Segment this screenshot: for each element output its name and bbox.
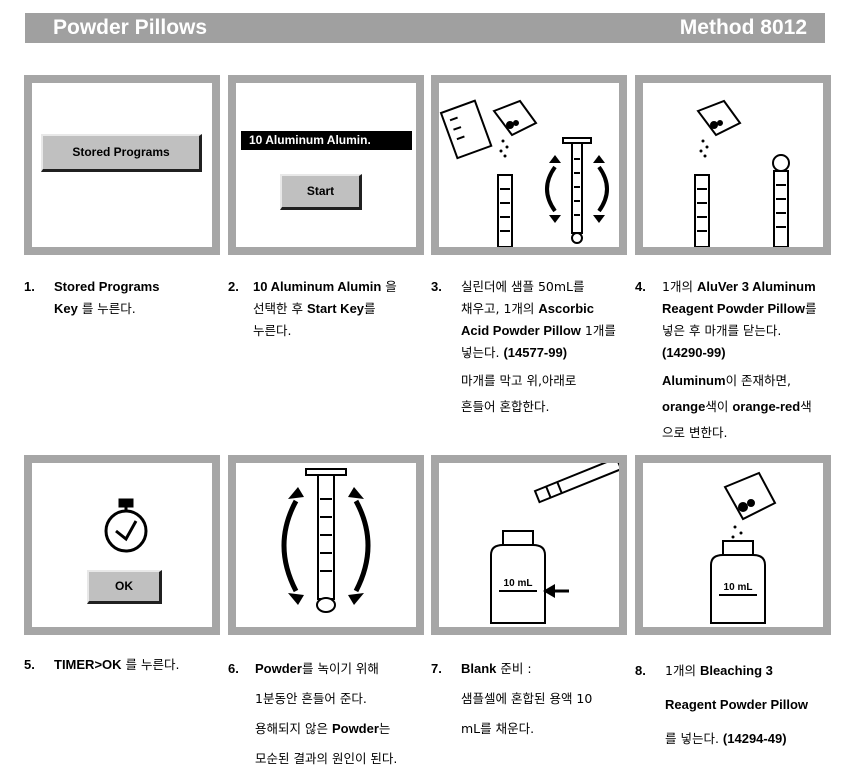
stoppered-cylinder-icon [562, 137, 592, 244]
arrow-icon [543, 584, 569, 598]
powder-pillow-icon [696, 99, 742, 137]
panel-5: OK [24, 455, 220, 635]
step-text: 1개를 [580, 323, 616, 338]
step-text: (14577-99) [503, 345, 568, 360]
step-text: 를 누른다. [77, 301, 136, 316]
step-number: 4. [635, 279, 646, 294]
panel-6 [228, 455, 424, 635]
panel-1: Stored Programs [24, 75, 220, 255]
step-text: Reagent Powder Pillow [665, 697, 809, 712]
step-text: 를 녹이기 위해 [301, 661, 379, 676]
start-button[interactable]: Start [280, 174, 362, 210]
step-text: 1개의 [665, 663, 700, 678]
step-text: Aluminum [662, 373, 726, 388]
step-text: 모순된 결과의 원인이 된다. [255, 751, 398, 766]
sample-cell-icon [490, 530, 546, 624]
step-text: 누른다. [253, 323, 292, 338]
step-text: orange-red [732, 399, 801, 414]
step-text: 용해되지 않은 [255, 721, 332, 736]
step-text: 선택한 후 [253, 301, 307, 316]
volume-label: 10 mL [724, 582, 753, 593]
step-text: 를 넣는다. [665, 731, 723, 746]
step-text: 를 [805, 301, 817, 316]
beaker-icon [439, 99, 493, 160]
step-text: 채우고, 1개의 [461, 301, 539, 316]
step-text: Stored Programs [54, 279, 160, 294]
step-number: 6. [228, 661, 239, 676]
panel-4 [635, 75, 831, 255]
step-text: Blank [461, 661, 497, 676]
step-text: 샘플셀에 혼합된 용액 10 [461, 691, 593, 706]
step-number: 5. [24, 657, 35, 672]
step-number: 8. [635, 663, 646, 678]
page-title: Powder Pillows [53, 16, 208, 39]
step-number: 7. [431, 661, 442, 676]
sample-cell-icon [710, 540, 766, 624]
graduated-cylinder-icon [694, 174, 710, 247]
method-label: Method 8012 [679, 16, 807, 39]
powder-falling [731, 525, 743, 539]
step-text: 넣는다. [461, 345, 504, 360]
step-text: 색이 [705, 399, 733, 414]
powder-falling [699, 139, 709, 158]
step-text: mL를 채운다. [461, 721, 535, 736]
step-text: 색 [800, 399, 812, 414]
step-text: 넣은 후 마개를 닫는다. [662, 323, 782, 338]
stoppered-cylinder-icon [772, 154, 790, 247]
stored-programs-button[interactable]: Stored Programs [41, 134, 202, 172]
step-text: Reagent Powder Pillow [662, 301, 806, 316]
powder-falling [499, 139, 509, 158]
powder-pillow-icon [723, 471, 777, 521]
step-text: 이 존재하면, [725, 373, 792, 388]
step-text: 10 Aluminum Alumin [253, 279, 382, 294]
panel-8: 10 mL [635, 455, 831, 635]
step-number: 1. [24, 279, 35, 294]
step-text: 준비 : [496, 661, 532, 676]
header-bar: Powder Pillows Method 8012 [25, 13, 825, 43]
step-text: 를 [364, 301, 376, 316]
step-text: Powder [331, 721, 379, 736]
step-text: Start Key [306, 301, 365, 316]
step-text: Bleaching 3 [699, 663, 773, 678]
step-text: 마개를 막고 위,아래로 [461, 373, 577, 388]
stopwatch-icon [104, 498, 148, 553]
step-text: AluVer 3 Aluminum [696, 279, 816, 294]
panel-3 [431, 75, 627, 255]
step-text: Ascorbic [538, 301, 595, 316]
step-text: (14290-99) [662, 345, 726, 360]
stoppered-cylinder-icon [305, 468, 347, 613]
step-text: orange [662, 399, 706, 414]
step-text: (14294-49) [722, 731, 787, 746]
step-text: 1분동안 흔들어 준다. [255, 691, 367, 706]
step-text: Acid Powder Pillow [461, 323, 581, 338]
step-text: 1개의 [662, 279, 697, 294]
step-number: 3. [431, 279, 442, 294]
ok-button[interactable]: OK [87, 570, 162, 604]
panel-2: 10 Aluminum Alumin. Start [228, 75, 424, 255]
step-text: Key [54, 301, 78, 316]
powder-pillow-icon [492, 99, 538, 137]
program-name-bar[interactable]: 10 Aluminum Alumin. [241, 131, 412, 150]
step-text: 실린더에 샘플 50mL를 [461, 279, 585, 294]
step-text: TIMER>OK [54, 657, 122, 672]
step-text: 는 [378, 721, 391, 736]
shake-arrows-icon [281, 499, 371, 593]
volume-label: 10 mL [504, 578, 533, 589]
step-text: 흔들어 혼합한다. [461, 399, 550, 414]
panel-7: 10 mL [431, 455, 627, 635]
step-number: 2. [228, 279, 239, 294]
step-text: 를 누른다. [121, 657, 180, 672]
step-text: 으로 변한다. [662, 425, 728, 440]
step-text: 을 [381, 279, 397, 294]
pipette-icon [533, 463, 619, 504]
shake-arrows-icon [545, 165, 609, 213]
graduated-cylinder-icon [497, 174, 513, 247]
step-text: Powder [255, 661, 302, 676]
